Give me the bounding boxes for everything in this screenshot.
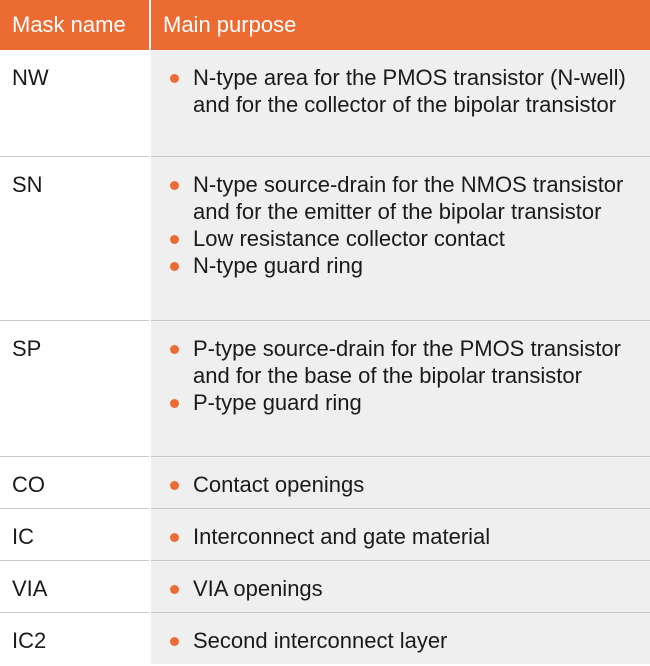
purpose-cell: N-type source-drain for the NMOS transis…: [150, 156, 650, 321]
mask-name-cell: NW: [0, 50, 151, 157]
header-mask-name: Mask name: [0, 0, 151, 50]
purpose-list: VIA openings: [151, 575, 650, 602]
list-item: Interconnect and gate material: [151, 523, 650, 550]
purpose-list: Second interconnect layer: [151, 627, 650, 654]
purpose-text: Low resistance collector contact: [193, 225, 505, 251]
purpose-list: N-type area for the PMOS transistor (N-w…: [151, 64, 650, 118]
list-item: N-type source-drain for the NMOS transis…: [151, 171, 650, 225]
bullet-icon: [170, 584, 179, 594]
list-item: P-type source-drain for the PMOS transis…: [151, 335, 650, 389]
list-item: Low resistance collector contact: [151, 225, 650, 252]
table-row: IC2 Second interconnect layer: [0, 612, 650, 664]
list-item: Contact openings: [151, 471, 650, 498]
purpose-text: P-type source-drain for the PMOS transis…: [193, 335, 621, 388]
purpose-text: N-type area for the PMOS transistor (N-w…: [193, 65, 626, 117]
purpose-text: N-type guard ring: [193, 252, 363, 278]
bullet-icon: [170, 532, 179, 542]
mask-name-cell: IC: [0, 508, 151, 561]
list-item: VIA openings: [151, 575, 650, 602]
purpose-list: Contact openings: [151, 471, 650, 498]
purpose-cell: Interconnect and gate material: [150, 508, 650, 561]
purpose-text: Contact openings: [193, 471, 365, 497]
purpose-text: Interconnect and gate material: [193, 523, 491, 549]
table-row: VIA VIA openings: [0, 560, 650, 613]
mask-name-cell: SP: [0, 320, 151, 457]
mask-name-cell: CO: [0, 456, 151, 509]
table-row: IC Interconnect and gate material: [0, 508, 650, 561]
purpose-cell: N-type area for the PMOS transistor (N-w…: [150, 50, 650, 157]
mask-name-cell: SN: [0, 156, 151, 321]
purpose-cell: VIA openings: [150, 560, 650, 613]
table-row: SN N-type source-drain for the NMOS tran…: [0, 156, 650, 321]
list-item: P-type guard ring: [151, 389, 650, 416]
list-item: N-type guard ring: [151, 252, 650, 279]
bullet-icon: [170, 234, 179, 244]
bullet-icon: [170, 261, 179, 271]
mask-name-cell: IC2: [0, 612, 151, 664]
bullet-icon: [170, 180, 179, 190]
purpose-text: Second interconnect layer: [193, 627, 448, 653]
purpose-list: N-type source-drain for the NMOS transis…: [151, 171, 650, 279]
purpose-cell: Contact openings: [150, 456, 650, 509]
purpose-cell: Second interconnect layer: [150, 612, 650, 664]
purpose-list: Interconnect and gate material: [151, 523, 650, 550]
bullet-icon: [170, 344, 179, 354]
bullet-icon: [170, 74, 179, 83]
mask-name-cell: VIA: [0, 560, 151, 613]
bullet-icon: [170, 636, 179, 646]
purpose-text: N-type source-drain for the NMOS transis…: [193, 171, 624, 224]
table-row: CO Contact openings: [0, 456, 650, 509]
purpose-cell: P-type source-drain for the PMOS transis…: [150, 320, 650, 457]
header-row: Mask name Main purpose: [0, 0, 650, 50]
table-row: NW N-type area for the PMOS transistor (…: [0, 50, 650, 157]
purpose-text: VIA openings: [193, 575, 323, 601]
bullet-icon: [170, 480, 179, 490]
purpose-text: P-type guard ring: [193, 389, 362, 415]
bullet-icon: [170, 398, 179, 408]
purpose-list: P-type source-drain for the PMOS transis…: [151, 335, 650, 416]
list-item: N-type area for the PMOS transistor (N-w…: [151, 64, 650, 118]
header-main-purpose: Main purpose: [150, 0, 650, 50]
table-row: SP P-type source-drain for the PMOS tran…: [0, 320, 650, 457]
list-item: Second interconnect layer: [151, 627, 650, 654]
